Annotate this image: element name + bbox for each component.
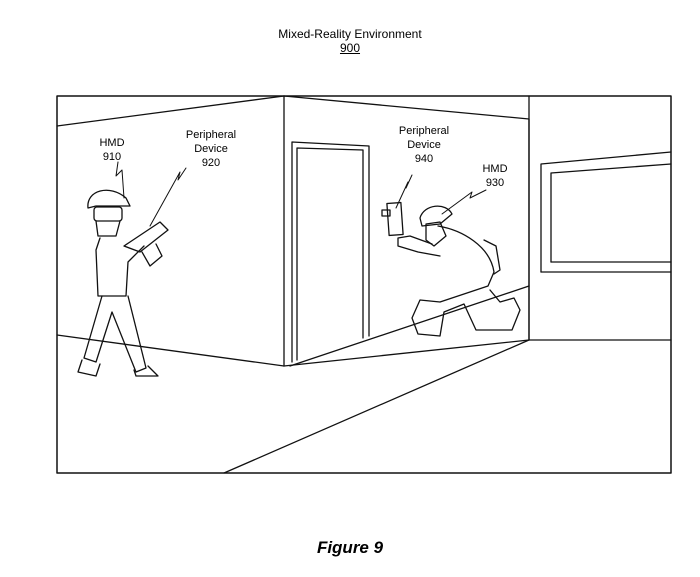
leader-lines xyxy=(115,161,487,227)
label-peripheral-940-ref: 940 xyxy=(414,153,434,165)
label-peripheral-940-name: Peripheral xyxy=(398,125,450,137)
label-peripheral-920-name2: Device xyxy=(194,143,228,155)
label-hmd-910-ref: 910 xyxy=(102,151,122,163)
label-hmd-910: HMD 910 xyxy=(91,136,133,164)
label-peripheral-940-name2: Device xyxy=(407,139,441,151)
label-peripheral-940: Peripheral Device 940 xyxy=(389,124,459,166)
label-peripheral-920: Peripheral Device 920 xyxy=(176,128,246,170)
figure-reference-number: 900 xyxy=(339,41,361,55)
person-kneeling xyxy=(381,201,521,337)
figure-caption: Figure 9 xyxy=(316,538,384,557)
figure-title: Mixed-Reality Environment 900 xyxy=(0,27,700,55)
window xyxy=(540,151,672,273)
figure-title-text: Mixed-Reality Environment xyxy=(278,27,422,41)
person-standing xyxy=(77,189,169,377)
label-peripheral-920-name: Peripheral xyxy=(185,129,237,141)
label-hmd-930-name: HMD xyxy=(482,163,508,175)
scene-frame xyxy=(56,95,672,474)
room-walls xyxy=(56,95,672,474)
label-hmd-930: HMD 930 xyxy=(474,162,516,190)
label-peripheral-920-ref: 920 xyxy=(201,157,221,169)
label-hmd-930-ref: 930 xyxy=(485,177,505,189)
door xyxy=(291,141,370,363)
label-hmd-910-name: HMD xyxy=(99,137,125,149)
